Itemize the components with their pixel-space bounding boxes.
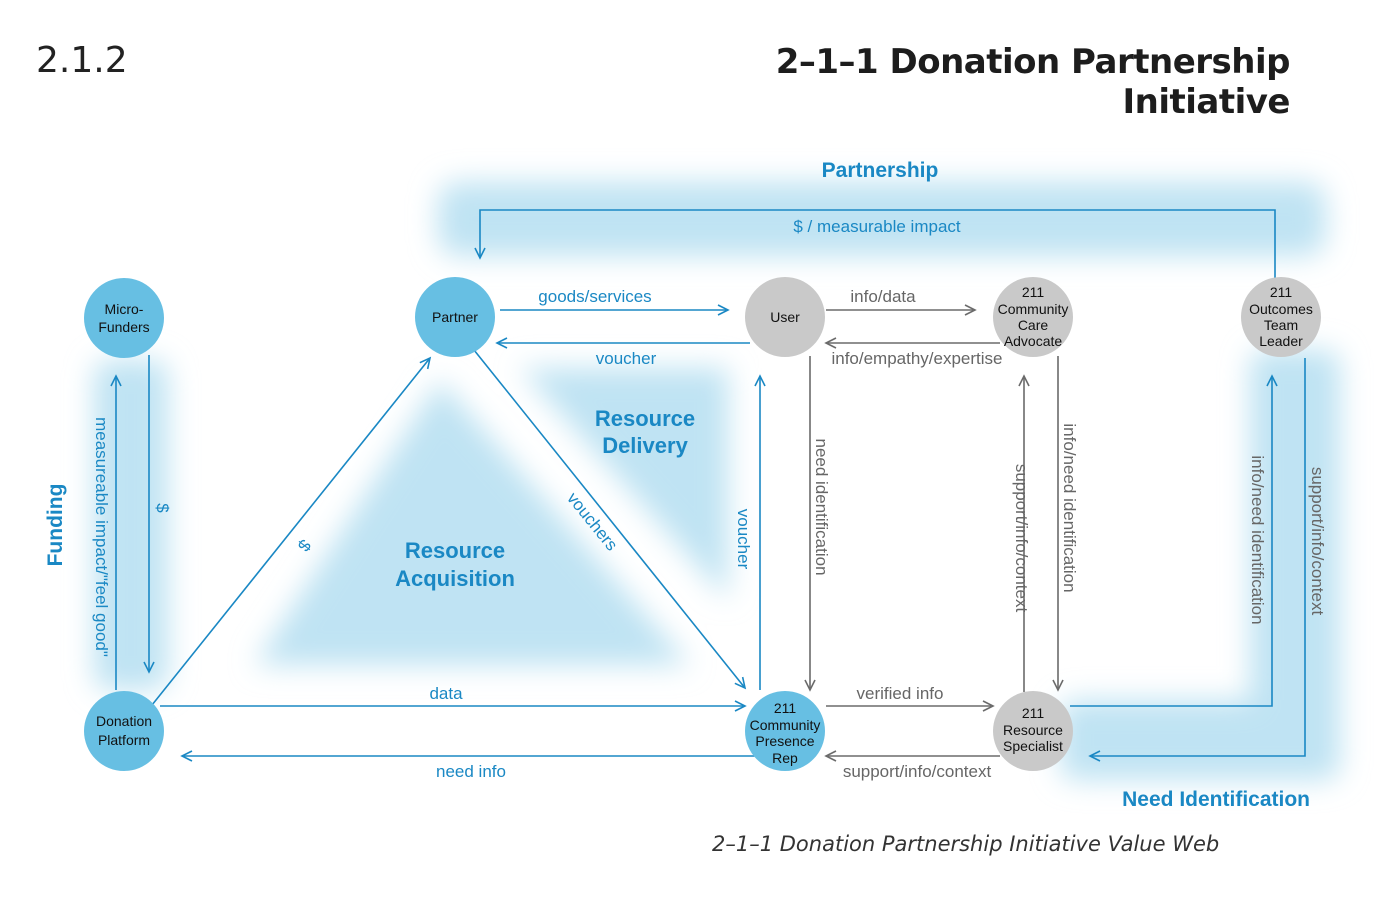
node-care-advocate-line1: 211 xyxy=(1022,284,1045,300)
partnership-loop-line xyxy=(474,209,1276,278)
page-title: 2–1–1 Donation Partnership Initiative xyxy=(775,42,1291,122)
zone-need-identification: Need Identification xyxy=(1122,788,1310,811)
node-resource-specialist-line1: 211 xyxy=(1022,705,1045,721)
label-measurable-feel-good: measureable impact/"feel good" xyxy=(92,417,111,657)
node-care-advocate: 211 Community Care Advocate xyxy=(993,277,1073,357)
need-identification-bottom-glow xyxy=(1060,700,1340,780)
node-presence-rep-line4: Rep xyxy=(772,750,798,766)
platform-dollar-arrow xyxy=(151,356,432,706)
node-outcomes-leader: 211 Outcomes Team Leader xyxy=(1241,277,1321,357)
label-info-data: info/data xyxy=(850,287,916,306)
label-goods-services: goods/services xyxy=(538,287,651,306)
node-presence-rep: 211 Community Presence Rep xyxy=(745,691,825,771)
blue-connectors xyxy=(110,209,1306,762)
label-need-info: need info xyxy=(436,762,506,781)
leader-to-specialist-line xyxy=(1088,358,1306,762)
node-outcomes-leader-line3: Team xyxy=(1264,317,1298,333)
node-donation-platform-line1: Donation xyxy=(96,713,152,729)
zone-resource-delivery-line1: Resource xyxy=(595,406,695,431)
label-support-info-context-1: support/info/context xyxy=(1012,464,1031,613)
zone-resource-acquisition-line1: Resource xyxy=(405,538,505,563)
label-support-info-context-2: support/info/context xyxy=(1308,467,1327,616)
node-partner-line1: Partner xyxy=(432,309,478,325)
node-resource-specialist-line2: Resource xyxy=(1003,722,1063,738)
grey-connectors xyxy=(804,304,1064,762)
vouchers-arrow xyxy=(473,349,747,690)
label-info-empathy: info/empathy/expertise xyxy=(831,349,1002,368)
node-partner: Partner xyxy=(415,277,495,357)
label-data: data xyxy=(429,684,463,703)
glow-zones xyxy=(94,182,1340,780)
node-user-line1: User xyxy=(770,309,800,325)
resource-acquisition-glow xyxy=(255,380,690,665)
resource-delivery-glow xyxy=(520,368,728,600)
zone-funding: Funding xyxy=(44,484,67,567)
label-need-identification: need identification xyxy=(812,438,831,575)
zone-resource-acquisition-line2: Acquisition xyxy=(395,566,515,591)
zone-partnership: Partnership xyxy=(822,159,939,182)
label-info-need-identification-1: info/need identification xyxy=(1060,423,1079,592)
node-micro-funders-line1: Micro- xyxy=(105,301,144,317)
node-outcomes-leader-line1: 211 xyxy=(1270,284,1293,300)
label-dollar-platform: $ xyxy=(294,536,315,556)
node-care-advocate-line4: Advocate xyxy=(1004,333,1063,349)
node-resource-specialist: 211 Resource Specialist xyxy=(993,691,1073,771)
label-info-need-identification-2: info/need identification xyxy=(1248,455,1267,624)
node-micro-funders-line2: Funders xyxy=(98,319,149,335)
node-user: User xyxy=(745,277,825,357)
specialist-to-leader-line xyxy=(1070,374,1278,707)
node-donation-platform-line2: Platform xyxy=(98,732,150,748)
node-care-advocate-line3: Care xyxy=(1018,317,1049,333)
node-micro-funders: Micro- Funders xyxy=(84,278,164,358)
node-presence-rep-line1: 211 xyxy=(774,700,797,716)
label-voucher-top: voucher xyxy=(596,349,657,368)
label-measurable-impact-top: $ / measurable impact xyxy=(793,217,961,236)
node-donation-platform: Donation Platform xyxy=(84,691,164,771)
node-presence-rep-line2: Community xyxy=(750,717,821,733)
section-number: 2.1.2 xyxy=(36,40,128,81)
label-verified-info: verified info xyxy=(857,684,944,703)
figure-caption: 2–1–1 Donation Partnership Initiative Va… xyxy=(712,832,1220,856)
node-outcomes-leader-line4: Leader xyxy=(1259,333,1303,349)
node-resource-specialist-line3: Specialist xyxy=(1003,738,1063,754)
label-support-info-context-bottom: support/info/context xyxy=(843,762,992,781)
partnership-glow xyxy=(438,182,1326,256)
node-presence-rep-line3: Presence xyxy=(755,733,814,749)
zone-resource-delivery-line2: Delivery xyxy=(602,433,688,458)
label-voucher-vertical: voucher xyxy=(734,509,753,570)
label-dollar-funders: $ xyxy=(153,503,172,513)
node-care-advocate-line2: Community xyxy=(998,301,1069,317)
node-outcomes-leader-line2: Outcomes xyxy=(1249,301,1313,317)
